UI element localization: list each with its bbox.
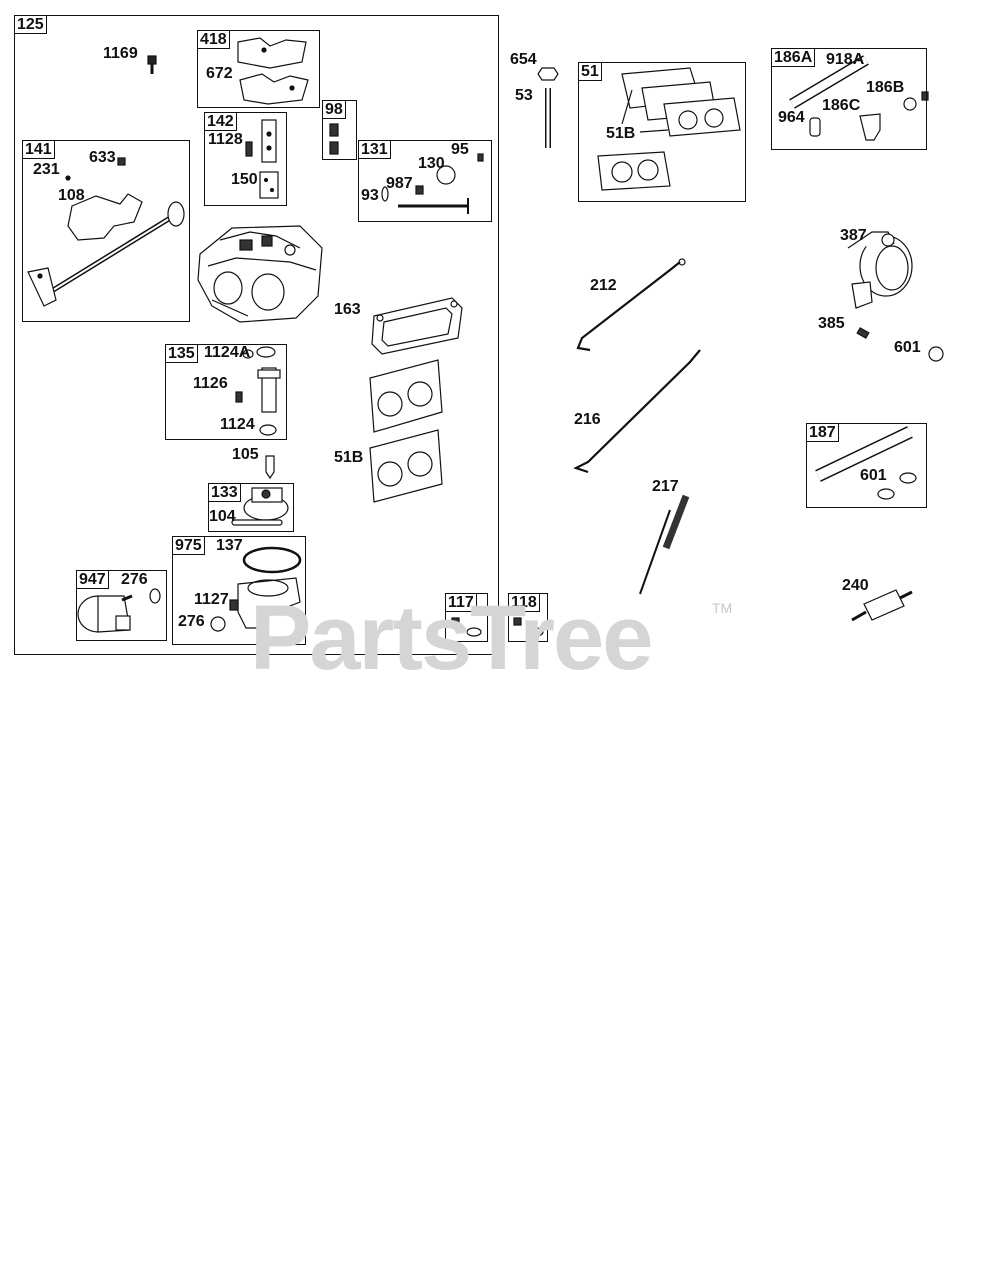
watermark-trademark: TM xyxy=(712,600,733,616)
housing-975-drawing xyxy=(210,546,302,632)
carburetor-body-drawing xyxy=(197,225,323,323)
watermark-brand: PartsTree xyxy=(250,587,653,689)
part-label-95: 95 xyxy=(451,141,469,158)
box-label-975: 975 xyxy=(172,536,205,555)
part-label-1126: 1126 xyxy=(193,375,228,392)
screw-117-118-drawing xyxy=(451,617,544,637)
frame-142 xyxy=(204,112,287,206)
frame-135 xyxy=(165,344,287,440)
gasket-163-drawing xyxy=(371,297,463,355)
frame-187 xyxy=(806,423,927,508)
fuel-filter-240-drawing xyxy=(851,589,913,622)
part-label-385: 385 xyxy=(818,315,845,332)
box-label-125: 125 xyxy=(14,15,47,34)
part-label-186B: 186B xyxy=(866,79,905,96)
box-label-135: 135 xyxy=(165,344,198,363)
part-label-150: 150 xyxy=(231,171,258,188)
box-label-141: 141 xyxy=(22,140,55,159)
part-label-654: 654 xyxy=(510,51,537,68)
stud-53-drawing xyxy=(537,67,559,148)
part-label-163: 163 xyxy=(334,301,361,318)
box-label-186A: 186A xyxy=(771,48,816,67)
solenoid-947-drawing xyxy=(77,588,161,633)
hose-918A-drawing xyxy=(789,55,929,141)
box-label-142: 142 xyxy=(204,112,237,131)
part-label-137: 137 xyxy=(216,537,243,554)
rod-216-drawing xyxy=(573,349,701,474)
choke-parts-131-drawing xyxy=(381,153,484,214)
frame-186A xyxy=(771,48,927,150)
frame-975 xyxy=(172,536,306,645)
spring-217-drawing xyxy=(639,494,690,595)
box-label-418: 418 xyxy=(197,30,230,49)
part-label-1169: 1169 xyxy=(103,45,138,62)
part-label-216: 216 xyxy=(574,411,601,428)
part-label-276-b: 276 xyxy=(121,571,148,588)
part-label-130: 130 xyxy=(418,155,445,172)
box-label-51: 51 xyxy=(578,62,602,81)
part-label-104: 104 xyxy=(209,508,236,525)
part-label-1127: 1127 xyxy=(194,591,229,608)
box-label-131: 131 xyxy=(358,140,391,159)
part-label-217: 217 xyxy=(652,478,679,495)
part-label-212: 212 xyxy=(590,277,617,294)
part-label-105: 105 xyxy=(232,446,259,463)
part-label-51B-left: 51B xyxy=(334,449,364,466)
box-label-187: 187 xyxy=(806,423,839,442)
part-label-231: 231 xyxy=(33,161,60,178)
frame-51 xyxy=(578,62,746,202)
rod-212-drawing xyxy=(576,258,686,352)
box-label-98: 98 xyxy=(322,100,346,119)
box-label-133: 133 xyxy=(208,483,241,502)
part-label-918A: 918A xyxy=(826,51,865,68)
part-label-240: 240 xyxy=(842,577,869,594)
part-label-964: 964 xyxy=(778,109,805,126)
part-label-601-a: 601 xyxy=(894,339,921,356)
part-label-276-a: 276 xyxy=(178,613,205,630)
part-label-1124A: 1124A xyxy=(204,344,251,361)
part-label-601-b: 601 xyxy=(860,467,887,484)
needle-105-drawing xyxy=(265,455,275,480)
frame-133 xyxy=(208,483,294,532)
part-label-108: 108 xyxy=(58,187,85,204)
part-label-186C: 186C xyxy=(822,97,861,114)
part-label-1124: 1124 xyxy=(220,416,255,433)
part-label-93: 93 xyxy=(361,187,379,204)
box-label-118: 118 xyxy=(508,593,540,612)
fuel-pump-387-drawing xyxy=(847,231,944,362)
box-label-947: 947 xyxy=(76,570,109,589)
part-label-633: 633 xyxy=(89,149,116,166)
screw-98-drawing xyxy=(329,123,339,155)
part-label-672: 672 xyxy=(206,65,233,82)
plate-150-drawing xyxy=(245,119,279,199)
box-label-117: 117 xyxy=(445,593,477,612)
frame-947 xyxy=(76,570,167,641)
gasket-51-drawing xyxy=(597,67,741,191)
throttle-shaft-108-drawing xyxy=(27,157,185,307)
frame-141 xyxy=(22,140,190,322)
frame-125 xyxy=(14,15,499,655)
hose-187-drawing xyxy=(815,426,917,500)
part-label-53: 53 xyxy=(515,87,533,104)
part-label-1128: 1128 xyxy=(208,131,243,148)
frame-418 xyxy=(197,30,320,108)
float-bowl-135-drawing xyxy=(235,346,281,436)
part-label-987: 987 xyxy=(386,175,413,192)
part-label-387: 387 xyxy=(840,227,867,244)
frame-131 xyxy=(358,140,492,222)
gasket-672-drawing xyxy=(237,37,309,105)
part-label-51B-right: 51B xyxy=(606,125,636,142)
screw-1169-drawing xyxy=(147,55,157,74)
gasket-51B-drawing xyxy=(369,359,443,503)
float-133-drawing xyxy=(231,487,289,526)
